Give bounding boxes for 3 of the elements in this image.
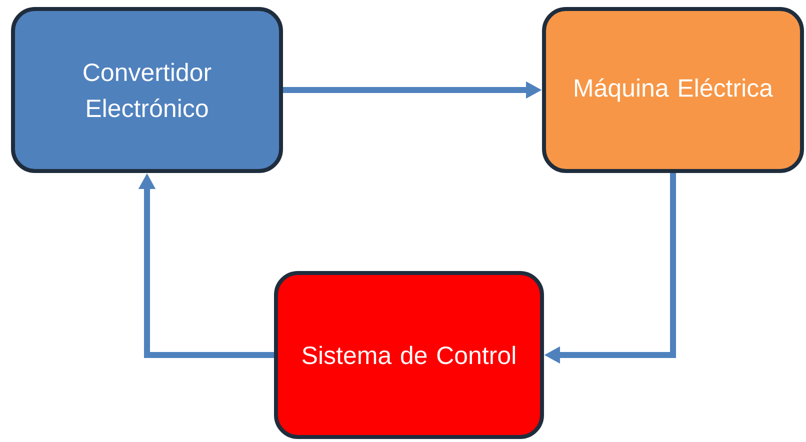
process-box: Convertidor Electrónico	[11, 7, 283, 173]
process-box: Sistema de Control	[274, 271, 544, 439]
process-box: Máquina Eléctrica	[542, 7, 804, 173]
